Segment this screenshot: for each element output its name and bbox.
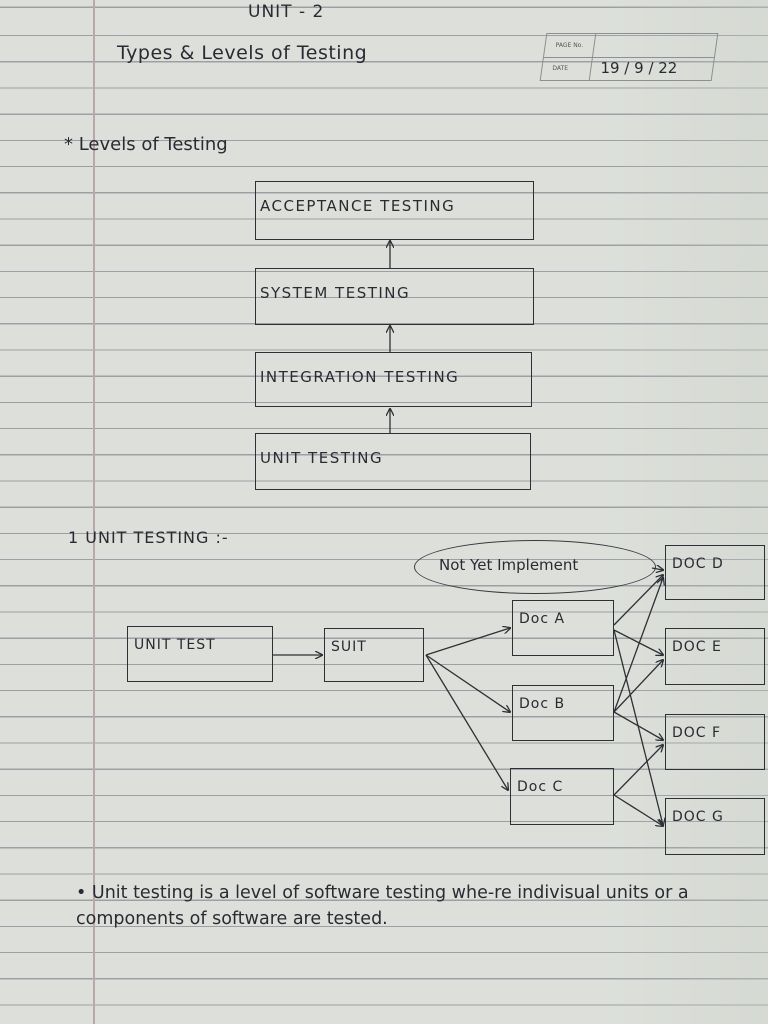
doc-a-label: Doc A [519,611,566,627]
unit-test-box: UNIT TEST [127,626,273,682]
doc-f-box: DOC F [665,714,765,770]
arrow-suit-to-doc-a [425,628,510,656]
system-testing-label: SYSTEM TESTING [260,284,411,302]
arrow-c-to-g [613,794,663,826]
integration-testing-box: INTEGRATION TESTING [255,352,532,407]
integration-testing-label: INTEGRATION TESTING [260,368,460,386]
arrow-b-to-e [613,660,663,713]
levels-heading: * Levels of Testing [64,134,228,155]
doc-c-label: Doc C [517,779,564,795]
arrow-b-to-d [613,578,663,713]
doc-e-label: DOC E [672,639,722,655]
arrow-suit-to-doc-c [425,654,508,790]
doc-e-box: DOC E [665,628,765,685]
page-title: Types & Levels of Testing [117,42,368,64]
arrow-a-to-e [613,629,663,655]
doc-c-box: Doc C [510,768,614,825]
doc-f-label: DOC F [672,725,722,741]
unit-test-label: UNIT TEST [134,637,216,653]
doc-g-label: DOC G [672,809,724,825]
unit-testing-box: UNIT TESTING [255,433,531,490]
margin-line [93,0,95,1024]
unit-title: UNIT - 2 [248,2,325,22]
doc-b-box: Doc B [512,685,614,741]
acceptance-testing-label: ACCEPTANCE TESTING [260,197,456,215]
note-label: Not Yet Implement [439,556,579,574]
arrow-b-to-f [613,711,663,740]
unit-testing-label: UNIT TESTING [260,449,384,467]
doc-a-box: Doc A [512,600,614,656]
unit-testing-heading: 1 UNIT TESTING :- [68,528,229,547]
suit-label: SUIT [331,639,367,655]
arrow-c-to-f [613,745,663,796]
arrow-note-to-d [651,568,663,570]
doc-d-label: DOC D [672,556,724,572]
arrow-suit-to-doc-b [425,654,510,712]
system-testing-box: SYSTEM TESTING [255,268,534,325]
doc-d-box: DOC D [665,545,765,600]
arrow-a-to-g [613,629,663,825]
doc-b-label: Doc B [519,696,566,712]
acceptance-testing-box: ACCEPTANCE TESTING [255,181,534,240]
arrow-a-to-d [613,575,663,626]
unit-testing-definition: • Unit testing is a level of software te… [76,883,689,929]
suit-box: SUIT [324,628,424,682]
